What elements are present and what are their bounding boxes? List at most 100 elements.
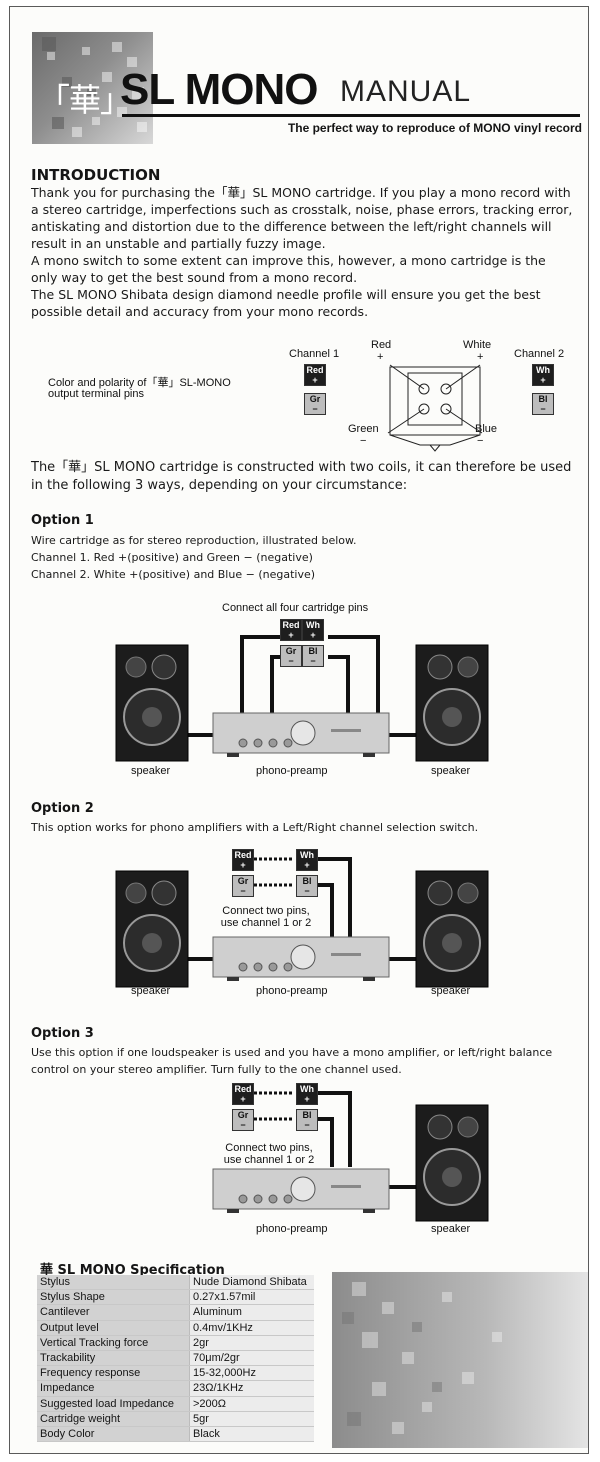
cartridge-pin-diagram [387, 364, 483, 452]
pixel-mosaic-2 [342, 1282, 502, 1434]
spec-key: Impedance [37, 1380, 190, 1397]
spec-value: Aluminum [189, 1304, 314, 1321]
option3-speaker-right-icon [415, 1104, 489, 1222]
spec-key: Stylus [37, 1275, 190, 1291]
option2-connect-label-2: use channel 1 or 2 [220, 917, 312, 929]
terminals-caption-line1: Color and polarity of「華」SL-MONO [48, 377, 231, 389]
spec-row: Frequency response 15-32,000Hz [37, 1365, 314, 1382]
option3-preamp-label: phono-preamp [256, 1223, 328, 1235]
red-plus: + [377, 351, 384, 363]
spec-row: Vertical Tracking force 2gr [37, 1335, 314, 1351]
option1-preamp-label: phono-preamp [256, 765, 328, 777]
manual-title: MANUAL [340, 75, 472, 108]
option1-speaker-left-label: speaker [131, 765, 171, 777]
option3-wiring [254, 1091, 418, 1189]
white-plus: + [477, 351, 484, 363]
option2-speaker-right-label: speaker [431, 985, 471, 997]
spec-value: >200Ω [189, 1396, 314, 1412]
blue-minus: − [477, 435, 484, 447]
opt1-pin-wh: Wh+ [302, 619, 324, 641]
option2-preamp-label: phono-preamp [256, 985, 328, 997]
option2-connect-label-1: Connect two pins, [222, 905, 310, 917]
intro-paragraph-1: Thank you for purchasing the「華」SL MONO c… [31, 185, 573, 251]
option1-connect-label: Connect all four cartridge pins [222, 602, 369, 614]
opt3-pin-bl: Bl− [296, 1109, 318, 1131]
opt1-pin-bl: Bl− [302, 645, 324, 667]
option1-preamp-icon [212, 712, 390, 757]
intro-heading: INTRODUCTION [31, 166, 161, 184]
opt1-pin-gr: Gr− [280, 645, 302, 667]
option2-heading: Option 2 [31, 801, 94, 816]
option1-heading: Option 1 [31, 513, 94, 528]
opt3-pin-wh: Wh+ [296, 1083, 318, 1105]
option3-speaker-right-label: speaker [431, 1223, 471, 1235]
option1-wiring [184, 635, 418, 737]
opt1-pin-red: Red+ [280, 619, 302, 641]
spec-key: Frequency response [37, 1365, 190, 1382]
spec-key: Body Color [37, 1426, 190, 1443]
opt2-pin-red: Red+ [232, 849, 254, 871]
ch2-pin-bl: Bl− [532, 393, 554, 415]
intro-paragraph-3: The SL MONO Shibata design diamond needl… [31, 287, 541, 319]
opt2-pin-gr: Gr− [232, 875, 254, 897]
spec-key: Output level [37, 1320, 190, 1336]
channel2-label: Channel 2 [514, 348, 565, 360]
option3-preamp-icon [212, 1168, 390, 1213]
terminals-caption-line2: output terminal pins [48, 388, 144, 400]
spec-value: 2gr [189, 1335, 314, 1351]
header-pixel-graphic [32, 32, 153, 144]
spec-value: Nude Diamond Shibata [189, 1275, 314, 1291]
spec-value: 15-32,000Hz [189, 1365, 314, 1382]
option1-line2: Channel 1. Red +(positive) and Green − (… [31, 551, 313, 564]
option3-heading: Option 3 [31, 1026, 94, 1041]
manual-page: 「華」 SL MONO MANUAL The perfect way to re… [9, 6, 589, 1454]
spec-pixel-graphic [332, 1272, 588, 1448]
spec-value: 0.27x1.57mil [189, 1289, 314, 1306]
logo-mark: 「華」 [38, 82, 132, 118]
option1-line3: Channel 2. White +(positive) and Blue − … [31, 568, 316, 581]
green-label: Green [348, 423, 379, 435]
spec-value: 5gr [189, 1411, 314, 1427]
channel1-label: Channel 1 [289, 348, 340, 360]
red-label: Red [371, 339, 392, 351]
tagline: The perfect way to reproduce of MONO vin… [287, 121, 582, 135]
spec-key: Cantilever [37, 1304, 190, 1321]
spec-value: 0.4mv/1KHz [189, 1320, 314, 1336]
option2-line1: This option works for phono amplifiers w… [31, 821, 479, 834]
option1-line1: Wire cartridge as for stereo reproductio… [31, 534, 357, 547]
ch1-pin-gr: Gr− [304, 393, 326, 415]
spec-value: 70μm/2gr [189, 1350, 314, 1367]
spec-title: 華 SL MONO Specification [40, 1263, 225, 1278]
intro-paragraph-2: A mono switch to some extent can improve… [31, 253, 546, 285]
opt3-pin-red: Red+ [232, 1083, 254, 1105]
opt2-pin-wh: Wh+ [296, 849, 318, 871]
product-name: SL MONO [120, 65, 319, 114]
spec-key: Stylus Shape [37, 1289, 190, 1306]
option1-speaker-right-label: speaker [431, 765, 471, 777]
pixel-mosaic [42, 37, 147, 137]
option3-connect-label-1: Connect two pins, [225, 1142, 313, 1154]
spec-key: Suggested load Impedance [37, 1396, 190, 1412]
option3-line1: Use this option if one loudspeaker is us… [31, 1046, 553, 1076]
option1-speaker-right-icon [415, 644, 489, 762]
spec-key: Vertical Tracking force [37, 1335, 190, 1351]
spec-row: Suggested load Impedance>200Ω [37, 1396, 314, 1412]
option3-connect-label-2: use channel 1 or 2 [223, 1154, 315, 1166]
green-minus: − [360, 435, 367, 447]
opt2-pin-bl: Bl− [296, 875, 318, 897]
option2-speaker-left-icon [115, 870, 189, 988]
option2-speaker-right-icon [415, 870, 489, 988]
opt3-pin-gr: Gr− [232, 1109, 254, 1131]
white-label: White [463, 339, 492, 351]
ch2-pin-wh: Wh+ [532, 364, 554, 386]
spec-key: Trackability [37, 1350, 190, 1367]
